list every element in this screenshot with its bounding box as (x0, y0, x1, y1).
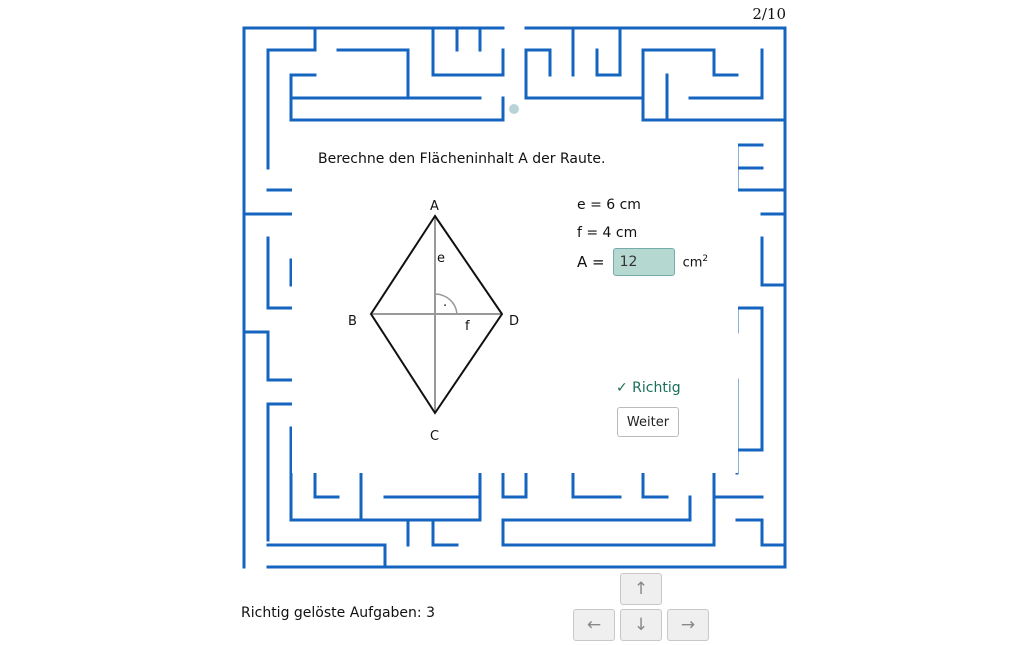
answer-row: A = cm2 (577, 248, 708, 276)
vertex-a-label: A (430, 199, 439, 214)
unit-text: cm (682, 255, 703, 271)
move-left-button[interactable]: ← (573, 609, 615, 641)
score-text: Richtig gelöste Aufgaben: 3 (241, 605, 435, 621)
feedback-correct: ✓ Richtig (616, 380, 681, 396)
unit-label: cm2 (683, 254, 709, 270)
arrow-down-icon: ↓ (633, 615, 649, 635)
vertex-c-label: C (430, 429, 439, 444)
move-down-button[interactable]: ↓ (620, 609, 662, 641)
vertex-b-label: B (348, 314, 357, 329)
right-angle-dot: · (443, 299, 447, 314)
move-right-button[interactable]: → (667, 609, 709, 641)
move-up-button[interactable]: ↑ (620, 573, 662, 605)
progress-counter: 2/10 (752, 5, 786, 23)
unit-exponent: 2 (702, 253, 709, 264)
task-card: Berechne den Flächeninhalt A der Raute. … (292, 123, 738, 473)
vertex-d-label: D (509, 314, 519, 329)
diagonal-f-label: f (465, 319, 470, 334)
maze-walls (242, 26, 787, 569)
question-text: Berechne den Flächeninhalt A der Raute. (318, 151, 606, 167)
arrow-up-icon: ↑ (633, 579, 649, 599)
given-values: e = 6 cm f = 4 cm (577, 191, 641, 247)
player-marker (509, 104, 519, 114)
given-e: e = 6 cm (577, 197, 641, 213)
right-angle-arc (434, 293, 458, 315)
answer-label: A = (577, 253, 605, 271)
rhombus-outline (369, 214, 504, 415)
rhombus-diagram: A B C D e f · (348, 199, 519, 444)
arrow-right-icon: → (680, 615, 696, 635)
continue-button[interactable]: Weiter (617, 407, 679, 437)
given-f: f = 4 cm (577, 225, 638, 241)
arrow-left-icon: ← (586, 615, 602, 635)
answer-input[interactable] (612, 248, 675, 276)
diagonal-e-label: e (437, 251, 445, 266)
